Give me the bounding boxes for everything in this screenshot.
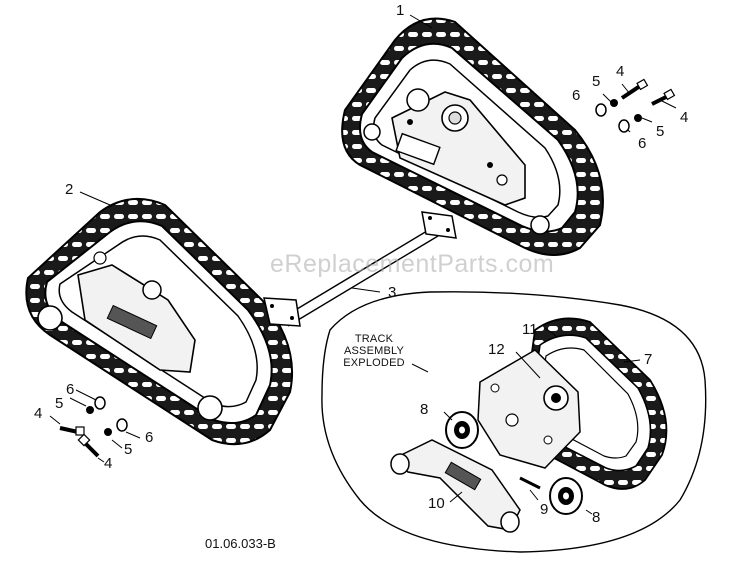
callout-3: 3 [388, 284, 397, 301]
callout-6a: 6 [572, 87, 581, 104]
exploded-view [321, 291, 707, 553]
drawing-code: 01.06.033-B [205, 536, 276, 551]
track-assembly-1 [341, 17, 604, 256]
callout-6c: 6 [66, 381, 75, 398]
track-assembly-2 [25, 197, 294, 446]
leader-lines [79, 14, 641, 515]
callout-5c: 5 [55, 395, 64, 412]
hardware-lower-left [49, 389, 141, 463]
callout-4d: 4 [104, 455, 113, 472]
callout-8a: 8 [420, 401, 429, 418]
exploded-note-line-1: TRACK [354, 333, 394, 345]
callout-11: 11 [522, 321, 538, 338]
callout-6b: 6 [638, 135, 647, 152]
exploded-note: TRACK ASSEMBLY EXPLODED [334, 333, 414, 369]
callout-4b: 4 [680, 109, 689, 126]
callout-4c: 4 [34, 405, 43, 422]
callout-5b: 5 [656, 123, 665, 140]
exploded-note-line-2: ASSEMBLY [343, 345, 405, 357]
callout-2: 2 [65, 181, 74, 198]
exploded-note-line-3: EXPLODED [343, 357, 405, 369]
hardware-upper-right [595, 78, 677, 133]
watermark: eReplacementParts.com [270, 250, 555, 278]
callout-1: 1 [396, 2, 405, 19]
callout-6d: 6 [145, 429, 154, 446]
callout-5a: 5 [592, 73, 601, 90]
axle-shaft-3 [263, 211, 457, 327]
callout-9: 9 [540, 501, 549, 518]
callout-8b: 8 [592, 509, 601, 526]
callout-4a: 4 [616, 63, 625, 80]
callout-5d: 5 [124, 441, 133, 458]
callout-12: 12 [488, 341, 505, 358]
callout-7: 7 [644, 351, 653, 368]
callout-10: 10 [428, 495, 445, 512]
